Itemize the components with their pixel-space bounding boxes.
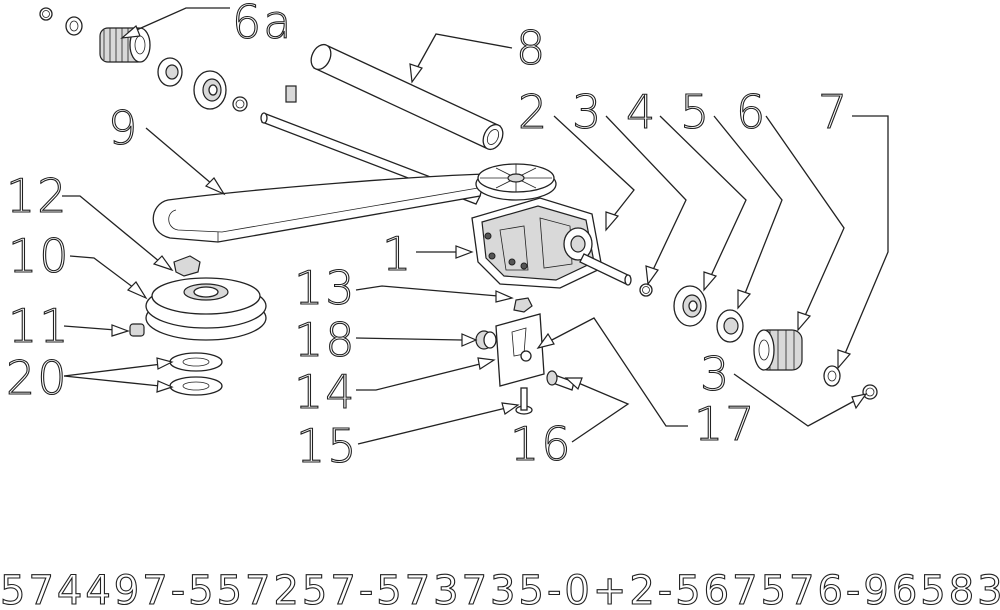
part-pulley-10 <box>145 277 267 341</box>
part-washers-20 <box>169 352 223 396</box>
label-5: 5 <box>680 85 711 139</box>
part-washer-7 <box>823 365 841 387</box>
label-1: 1 <box>382 227 413 281</box>
leader-7 <box>837 115 889 370</box>
label-2: 2 <box>518 85 549 139</box>
label-13: 13 <box>294 261 357 315</box>
part-circlip-3-lower <box>862 384 878 400</box>
part-circlip-top-2 <box>232 96 248 112</box>
part-bolt-16 <box>546 370 575 391</box>
part-spacer-18 <box>475 330 497 350</box>
part-drive-belt-9 <box>152 173 487 243</box>
part-bearing-4 <box>673 285 707 327</box>
part-bolt-15 <box>515 387 533 415</box>
part-nut-12 <box>173 255 201 277</box>
label-6a: 6a <box>232 0 293 49</box>
label-8: 8 <box>516 21 547 75</box>
part-circlip-2 <box>639 283 653 297</box>
label-3-lower: 3 <box>700 347 731 401</box>
part-setscrew-11 <box>129 323 145 337</box>
leader-8 <box>409 33 513 84</box>
leader-6a <box>120 7 230 39</box>
part-key <box>285 85 297 103</box>
part-bearing-top-2 <box>193 70 227 110</box>
label-14: 14 <box>294 365 357 419</box>
label-15: 15 <box>296 419 359 473</box>
label-10: 10 <box>8 229 71 283</box>
leader-15 <box>357 402 520 445</box>
part-bracket-14 <box>495 313 545 387</box>
leader-3a <box>605 115 687 286</box>
part-bearing-5 <box>716 309 744 343</box>
label-20: 20 <box>6 351 69 405</box>
leader-5 <box>713 115 783 310</box>
label-12: 12 <box>6 169 69 223</box>
part-washer-top-left <box>65 16 83 36</box>
part-pinion-gear-6a <box>99 27 151 63</box>
leader-1 <box>416 245 474 259</box>
part-transmission-1 <box>471 163 632 289</box>
label-9: 9 <box>108 101 139 155</box>
part-pinion-gear-6 <box>753 329 803 371</box>
leader-12 <box>62 195 174 272</box>
leader-2 <box>553 115 635 232</box>
leader-10 <box>69 255 148 300</box>
label-7: 7 <box>818 85 849 139</box>
leader-18 <box>355 333 478 347</box>
leader-3b <box>733 373 868 427</box>
part-circlip-top-left <box>39 7 53 21</box>
label-17: 17 <box>694 397 757 451</box>
part-bearing-top-1 <box>157 57 183 87</box>
leader-4 <box>659 115 747 292</box>
leader-20 <box>63 357 174 393</box>
label-6: 6 <box>736 85 767 139</box>
leader-11 <box>63 324 130 337</box>
label-11: 11 <box>8 299 71 353</box>
part-nut-13 <box>513 297 533 313</box>
label-16: 16 <box>510 417 573 471</box>
part-numbers-caption: 574497-557257-573735-0+2-567576-965839 <box>0 568 1000 610</box>
leader-14 <box>356 357 496 391</box>
part-tube-8 <box>310 43 504 151</box>
leader-13 <box>355 285 514 303</box>
label-4: 4 <box>626 85 657 139</box>
label-18: 18 <box>294 313 357 367</box>
leader-6 <box>765 115 845 332</box>
leader-16 <box>564 377 630 443</box>
leader-9 <box>145 127 226 196</box>
leader-17 <box>536 317 688 427</box>
label-3-upper: 3 <box>572 85 603 139</box>
